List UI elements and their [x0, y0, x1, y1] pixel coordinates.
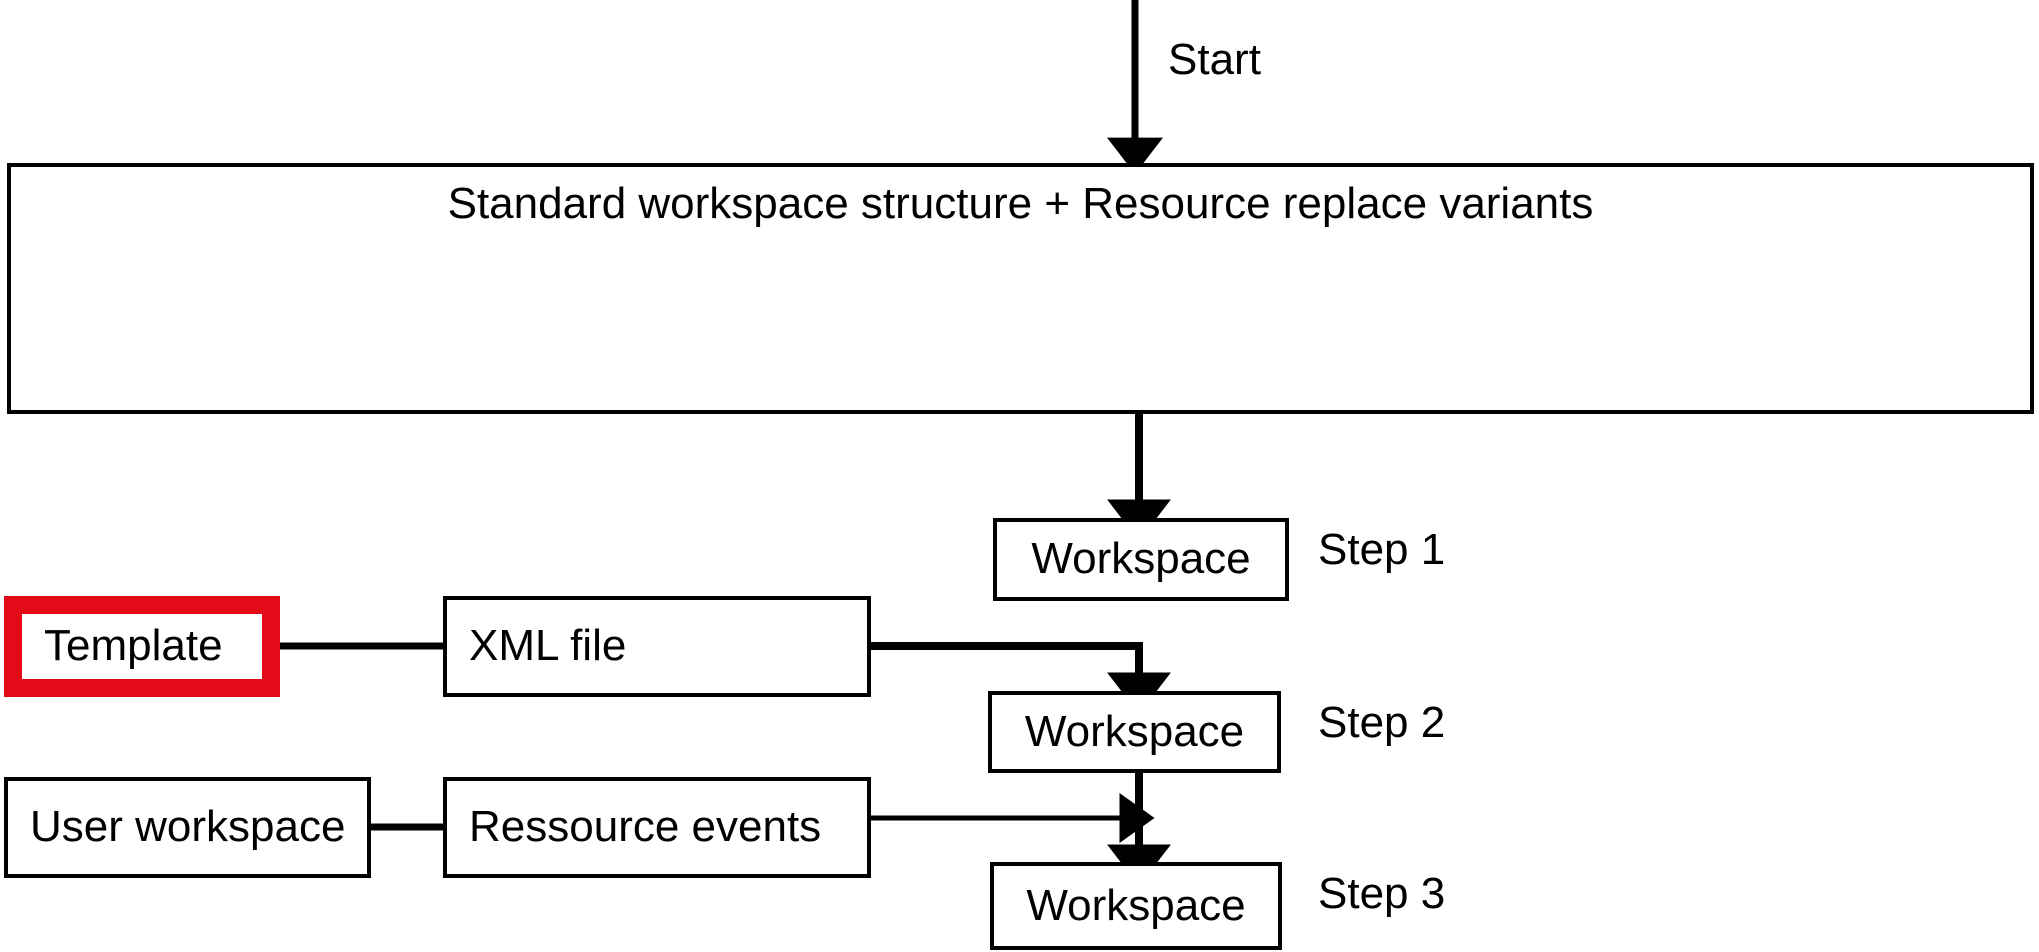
node-user-workspace[interactable]: User workspace [4, 777, 371, 878]
node-template-label: Template [44, 621, 223, 671]
node-xml-file-label: XML file [469, 621, 627, 671]
arrow-xml-to-step2 [871, 642, 1171, 714]
step-3-label: Step 3 [1318, 869, 1446, 918]
node-main-process-label: Standard workspace structure + Resource … [447, 179, 1594, 228]
step-2-label: Step 2 [1318, 698, 1446, 747]
node-main-process[interactable]: Standard workspace structure + Resource … [7, 163, 2034, 414]
node-workspace-step2-label: Workspace [1024, 706, 1245, 756]
node-workspace-step3[interactable]: Workspace [990, 862, 1282, 950]
node-workspace-step1[interactable]: Workspace [993, 518, 1289, 601]
start-label: Start [1168, 35, 1261, 84]
node-workspace-step3-label: Workspace [1026, 880, 1246, 930]
step-1-label: Step 1 [1318, 525, 1446, 574]
node-user-workspace-label: User workspace [30, 802, 346, 852]
node-workspace-step1-label: Workspace [1031, 534, 1251, 584]
node-workspace-step2[interactable]: Workspace [988, 691, 1281, 773]
node-xml-file[interactable]: XML file [443, 596, 871, 697]
node-template[interactable]: Template [4, 596, 280, 697]
node-ressource-events[interactable]: Ressource events [443, 777, 871, 878]
node-ressource-events-label: Ressource events [469, 802, 822, 852]
